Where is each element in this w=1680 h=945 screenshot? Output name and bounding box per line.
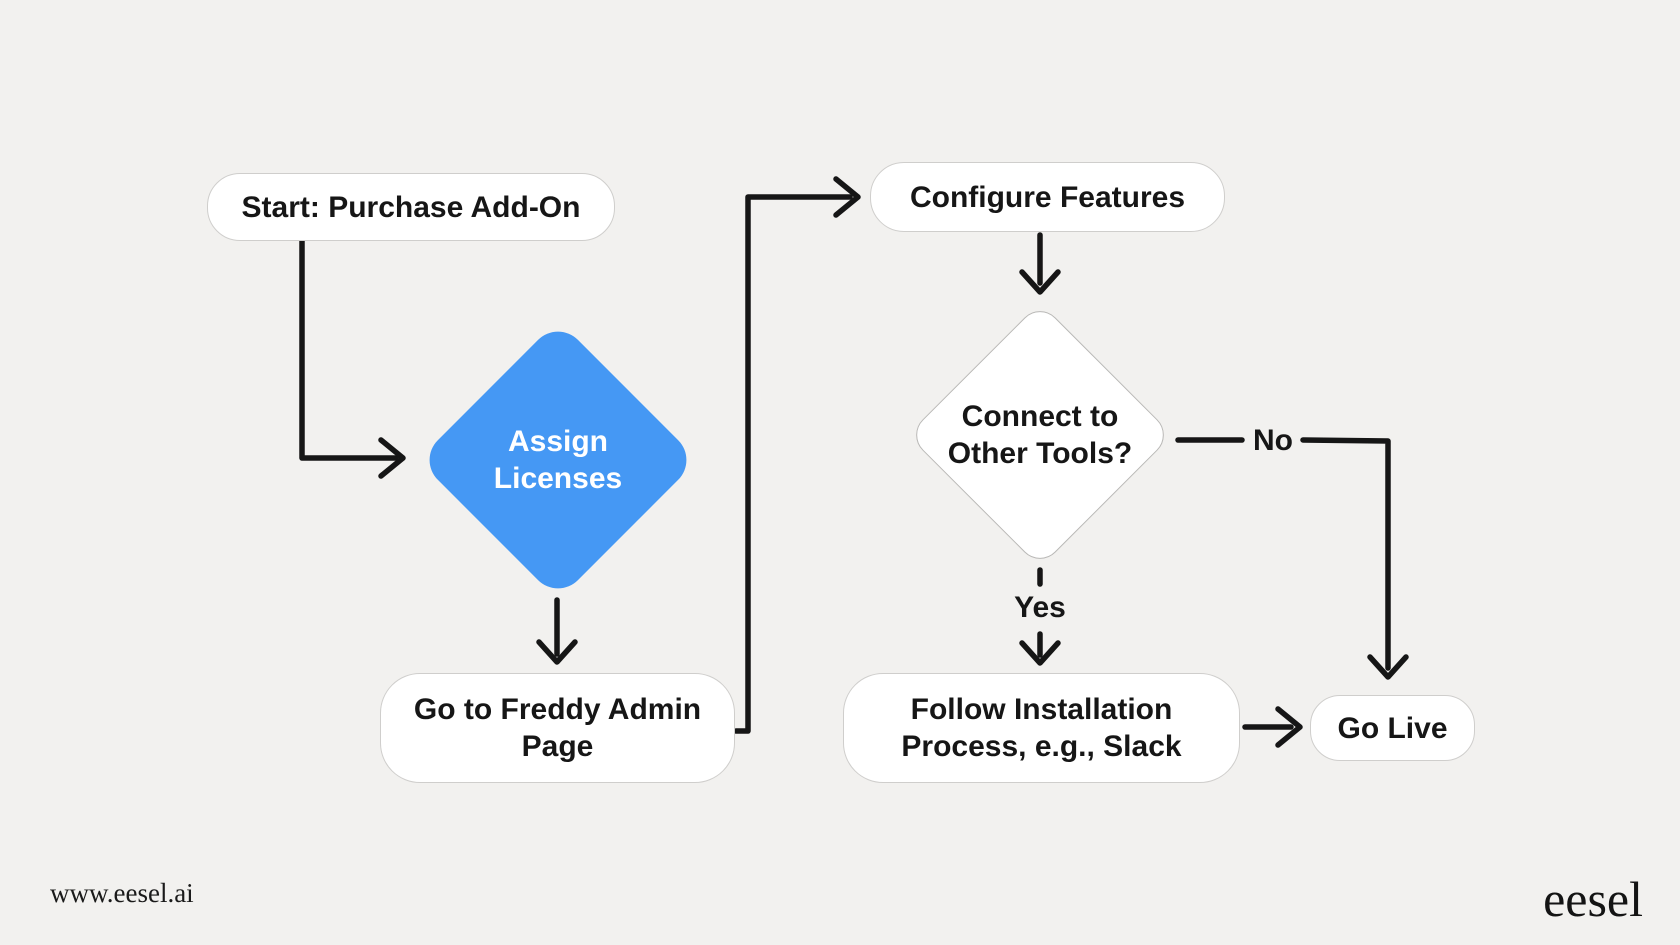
node-configure-features: Configure Features: [870, 162, 1225, 232]
node-configure-features-label: Configure Features: [909, 180, 1186, 214]
node-follow-installation-label: Follow Installation Process, e.g., Slack: [901, 693, 1182, 763]
edge-start-to-assign: [299, 238, 399, 461]
arrowhead-assign-to-freddy: [536, 639, 578, 665]
node-follow-installation: Follow Installation Process, e.g., Slack: [843, 673, 1240, 783]
edge-label-no: No: [1253, 424, 1293, 457]
arrowhead-no-to-golive: [1367, 654, 1409, 680]
arrowhead-freddy-to-configure: [833, 176, 861, 218]
edge-freddy-to-configure: [733, 194, 853, 734]
node-go-live-label: Go Live: [1337, 711, 1448, 745]
edge-label-yes: Yes: [1014, 591, 1066, 624]
website-url: www.eesel.ai: [50, 878, 194, 908]
arrowhead-configure-to-decision: [1019, 269, 1061, 295]
arrowhead-start-to-assign: [378, 437, 406, 479]
arrowhead-yes-to-follow: [1019, 640, 1061, 666]
node-start-purchase: Start: Purchase Add-On: [207, 173, 615, 241]
node-freddy-admin-label: Go to Freddy Admin Page: [413, 693, 702, 763]
node-assign-licenses-label: Assign Licenses: [493, 425, 623, 495]
node-connect-tools-label: Connect to Other Tools?: [947, 400, 1133, 470]
node-go-live: Go Live: [1310, 695, 1475, 761]
node-start-purchase-label: Start: Purchase Add-On: [241, 190, 581, 224]
eesel-logo: eesel: [1543, 871, 1643, 927]
edge-decision-no-segment2: [1300, 437, 1391, 671]
arrowhead-follow-to-golive: [1275, 706, 1303, 748]
node-freddy-admin: Go to Freddy Admin Page: [380, 673, 735, 783]
